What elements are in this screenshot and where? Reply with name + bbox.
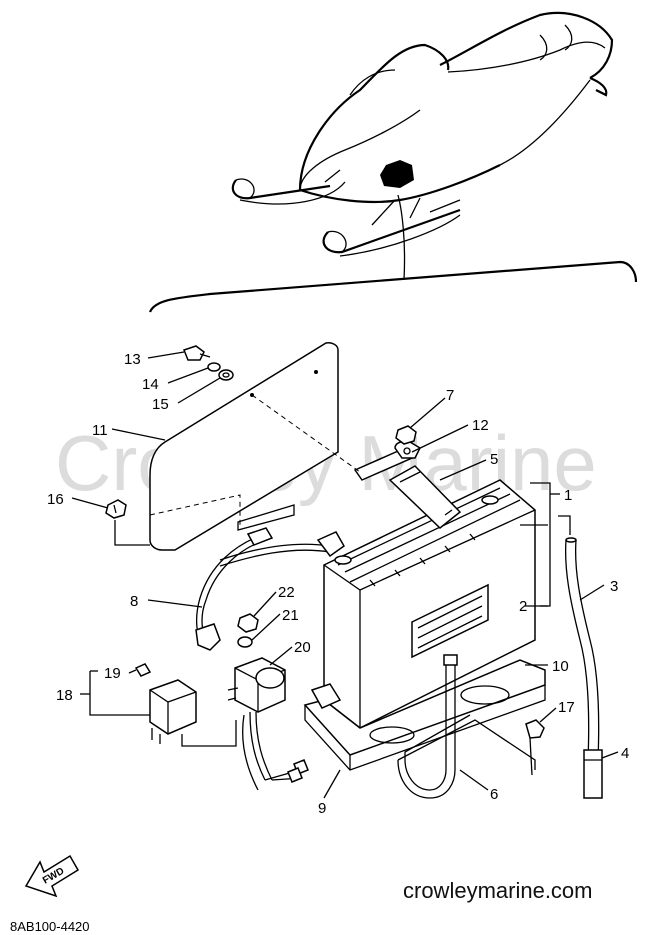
callout-5: 5 (490, 451, 498, 468)
callout-9: 9 (318, 800, 326, 817)
nut-22 (237, 613, 259, 633)
snowmobile-illustration (231, 11, 614, 281)
detail-boundary-arc (148, 260, 638, 313)
callout-21: 21 (282, 607, 299, 624)
callout-11: 11 (92, 422, 108, 439)
relay-cap (134, 663, 152, 677)
nut-7 (395, 425, 417, 445)
callout-10: 10 (552, 658, 569, 675)
callout-leaders (71, 351, 619, 799)
diagram-code: 8AB100-4420 (10, 919, 90, 934)
box-connector (310, 683, 342, 709)
callout-4: 4 (621, 745, 629, 762)
callout-22: 22 (278, 584, 295, 601)
callout-19: 19 (104, 665, 121, 682)
washer-14 (207, 362, 221, 372)
callout-18: 18 (56, 687, 73, 704)
callout-20: 20 (294, 639, 311, 656)
callout-7: 7 (446, 387, 454, 404)
callout-2: 2 (519, 598, 527, 615)
washer-15 (218, 369, 234, 381)
website-watermark: crowleymarine.com (403, 878, 593, 903)
bolt-13 (183, 345, 211, 361)
callout-6: 6 (490, 786, 498, 803)
callout-17: 17 (558, 699, 575, 716)
battery-hold-bracket (388, 465, 462, 529)
callout-3: 3 (610, 578, 618, 595)
battery-cover (149, 342, 339, 551)
rod-12 (353, 440, 421, 481)
battery-wire-lead (195, 527, 345, 651)
vent-tube (564, 537, 603, 799)
forward-arrow-icon: FWD (24, 854, 80, 898)
callout-8: 8 (130, 593, 138, 610)
callout-1: 1 (564, 487, 572, 504)
callout-15: 15 (152, 396, 169, 413)
callout-labels: 13 14 15 11 16 7 12 5 1 2 3 4 10 17 6 9 … (47, 351, 629, 817)
bolt-17 (525, 719, 545, 776)
callout-12: 12 (472, 417, 489, 434)
starter-relay (227, 657, 286, 791)
relay (149, 679, 197, 744)
nut-16 (105, 499, 127, 519)
washer-21 (237, 636, 253, 648)
callout-13: 13 (124, 351, 141, 368)
battery-strap (397, 654, 536, 799)
callout-16: 16 (47, 491, 64, 508)
callout-14: 14 (142, 376, 159, 393)
